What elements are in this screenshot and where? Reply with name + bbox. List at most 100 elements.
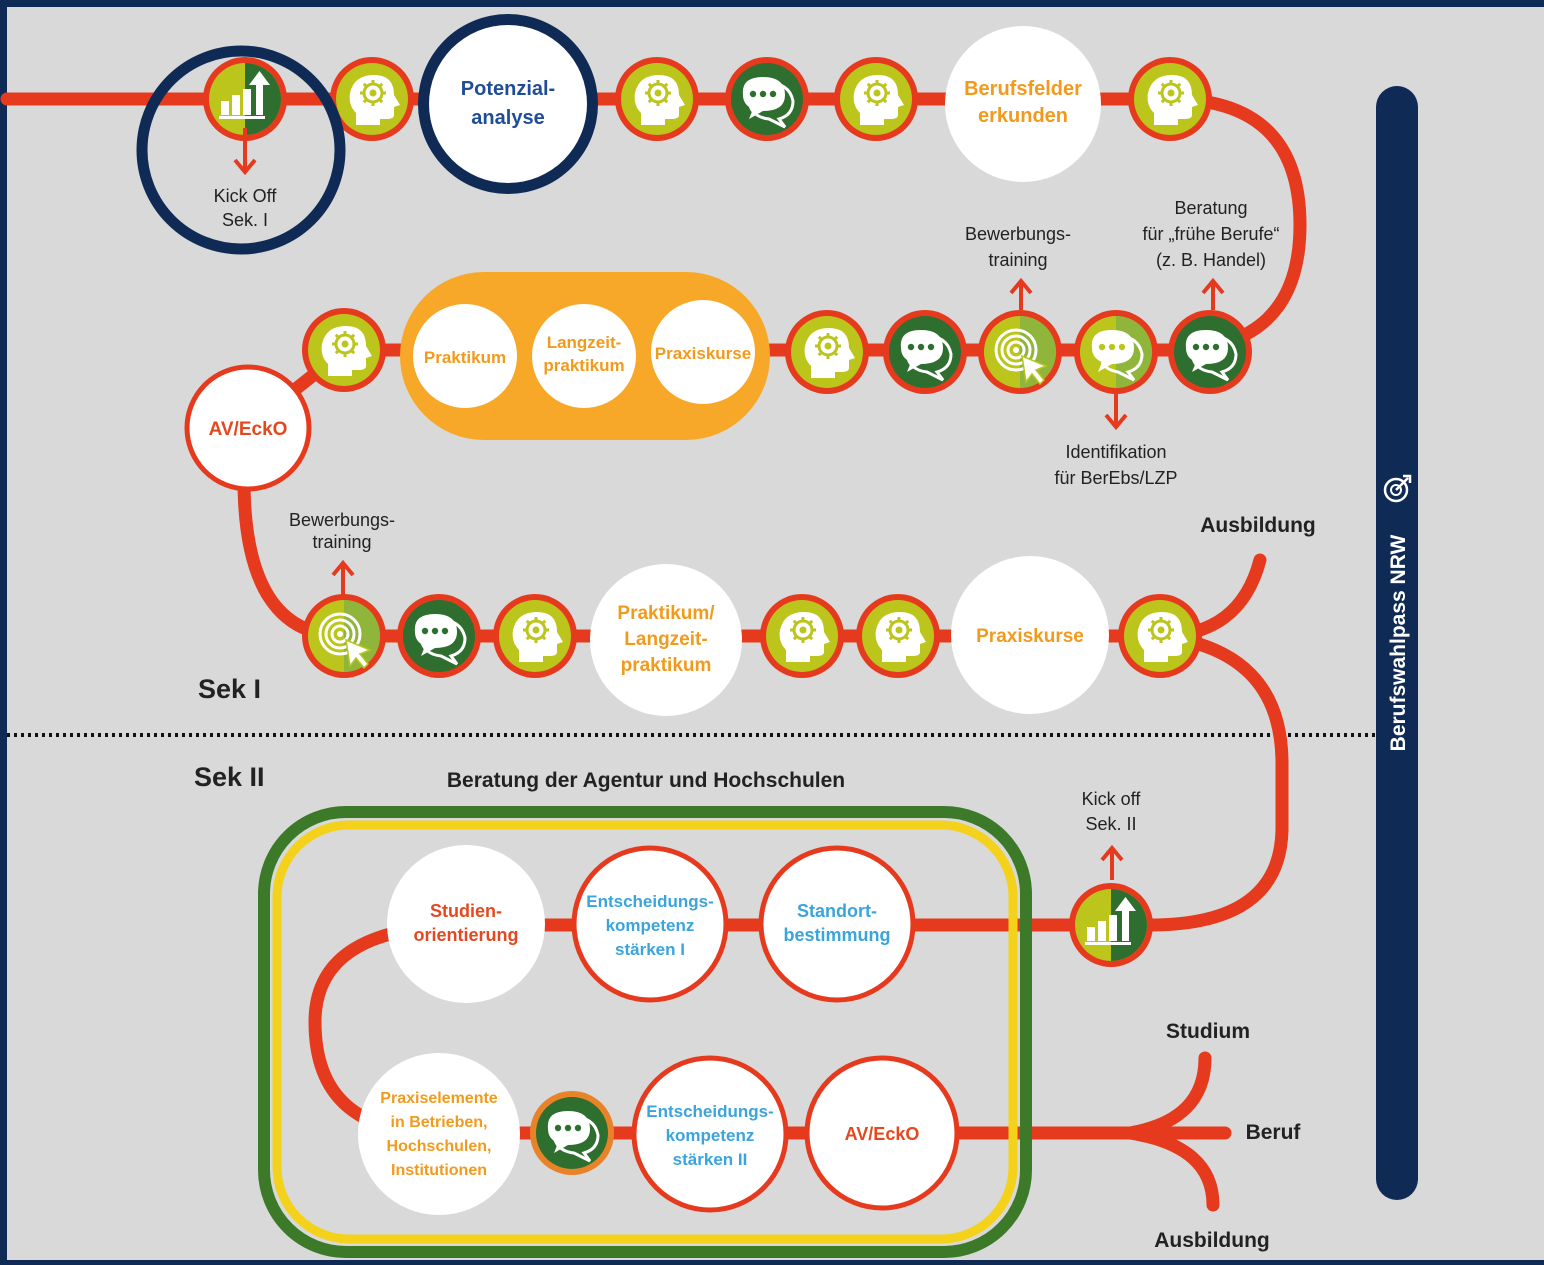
advice-box-inner xyxy=(272,820,1018,1244)
target-cursor-icon xyxy=(978,310,1062,394)
sidebar-label: Berufswahlpass NRW xyxy=(1387,534,1410,751)
studium-label: Studium xyxy=(1166,1020,1250,1043)
praxiskurse-node-2: Praxiskurse xyxy=(951,556,1109,714)
potenzialanalyse-node: Potenzial- analyse xyxy=(418,14,598,194)
head-gear-icon xyxy=(1128,57,1212,141)
kickoff2-line-2: Sek. II xyxy=(1085,814,1136,834)
studienorientierung-node: Studien- orientierung xyxy=(387,845,545,1003)
studien-line-1: Studien- xyxy=(430,901,502,921)
bewerbung2-line-2: training xyxy=(312,532,371,552)
praxiselemente-line-2: in Betrieben, xyxy=(391,1114,488,1131)
praxiskurse-label-2: Praxiskurse xyxy=(976,626,1084,647)
speech-bubble-icon xyxy=(1074,310,1158,394)
speech-bubble-icon xyxy=(883,310,967,394)
target-cursor-icon xyxy=(302,594,386,678)
identifikation-line-1: Identifikation xyxy=(1065,442,1166,462)
praktikum-langzeit-line-3: praktikum xyxy=(621,655,712,676)
berufsfelder-line-1: Berufsfelder xyxy=(964,78,1082,100)
av-ecko-node-2: AV/EckO xyxy=(804,1055,960,1211)
langzeit-line-1: Langzeit- xyxy=(547,333,622,352)
beratung-line-3: (z. B. Handel) xyxy=(1156,250,1266,270)
praxiselemente-line-3: Hochschulen, xyxy=(387,1138,492,1155)
identifikation-line-2: für BerEbs/LZP xyxy=(1054,468,1177,488)
kickoff2-arrow xyxy=(1100,844,1124,880)
identifikation-arrow xyxy=(1104,392,1128,431)
bewerbung2-line-1: Bewerbungs- xyxy=(289,510,395,530)
praktikum-node: Praktikum xyxy=(413,304,517,408)
box-title: Beratung der Agentur und Hochschulen xyxy=(447,769,845,792)
standort-line-1: Standort- xyxy=(797,901,877,921)
praktikum-langzeit-line-2: Langzeit- xyxy=(624,629,707,650)
bewerbung-arrow-2 xyxy=(331,559,355,600)
berufswahlpass-sidebar: Berufswahlpass NRW xyxy=(1376,86,1418,1200)
head-gear-icon xyxy=(330,57,414,141)
speech-bubble-icon xyxy=(1168,310,1252,394)
speech-bubble-icon xyxy=(725,57,809,141)
berufsfelder-node: Berufsfelder erkunden xyxy=(945,26,1101,182)
beratung-arrow xyxy=(1201,277,1225,310)
entscheidung1-line-2: kompetenz xyxy=(606,916,695,935)
av-ecko-label-1: AV/EckO xyxy=(209,419,288,440)
praxiselemente-node: Praxiselemente in Betrieben, Hochschulen… xyxy=(358,1053,520,1215)
entscheidung-1-node: Entscheidungs- kompetenz stärken I xyxy=(571,845,729,1003)
praktikum-label: Praktikum xyxy=(424,348,506,367)
praxiselemente-line-4: Institutionen xyxy=(391,1162,487,1179)
destination-labels: Ausbildung Beratung der Agentur und Hoch… xyxy=(447,514,1316,1252)
beruf-label: Beruf xyxy=(1246,1121,1302,1144)
advice-box-outer xyxy=(258,806,1032,1258)
station-icons xyxy=(203,57,1252,1175)
av-ecko-node-1: AV/EckO xyxy=(184,364,312,492)
ausbildung-label-2: Ausbildung xyxy=(1154,1229,1269,1252)
annotations: Kick Off Sek. I Bewerbungs- training Ber… xyxy=(214,186,1280,834)
kickoff-line-2: Sek. I xyxy=(222,210,268,230)
berufsfelder-line-2: erkunden xyxy=(978,105,1068,127)
head-gear-icon xyxy=(493,594,577,678)
av-ecko-label-2: AV/EckO xyxy=(845,1124,920,1144)
head-gear-icon xyxy=(856,594,940,678)
studien-line-2: orientierung xyxy=(413,925,518,945)
sek2-label: Sek II xyxy=(194,762,265,792)
entscheidung2-line-1: Entscheidungs- xyxy=(646,1102,774,1121)
kickoff2-line-1: Kick off xyxy=(1082,789,1142,809)
beratung-line-2: für „frühe Berufe“ xyxy=(1142,224,1279,244)
head-gear-icon xyxy=(760,594,844,678)
entscheidung-2-node: Entscheidungs- kompetenz stärken II xyxy=(631,1055,789,1213)
bewerbung1-line-1: Bewerbungs- xyxy=(965,224,1071,244)
chart-up-icon xyxy=(203,57,287,141)
kickoff-line-1: Kick Off xyxy=(214,186,278,206)
standort-line-2: bestimmung xyxy=(783,925,890,945)
praktikum-langzeit-line-1: Praktikum/ xyxy=(617,603,715,624)
entscheidung1-line-3: stärken I xyxy=(615,940,685,959)
potenzialanalyse-line-1: Potenzial- xyxy=(461,78,555,100)
standort-node: Standort- bestimmung xyxy=(758,845,916,1003)
entscheidung1-line-1: Entscheidungs- xyxy=(586,892,714,911)
target-arrow-icon xyxy=(1383,474,1412,503)
sek1-label: Sek I xyxy=(198,674,261,704)
beratung-line-1: Beratung xyxy=(1174,198,1247,218)
head-gear-icon xyxy=(615,57,699,141)
speech-bubble-icon xyxy=(397,594,481,678)
speech-bubble-icon xyxy=(530,1091,614,1175)
entscheidung2-line-2: kompetenz xyxy=(666,1126,755,1145)
bewerbung-arrow-1 xyxy=(1009,277,1033,310)
chart-up-icon xyxy=(1069,883,1153,967)
langzeitpraktikum-node: Langzeit- praktikum xyxy=(532,304,636,408)
langzeit-line-2: praktikum xyxy=(543,356,624,375)
head-gear-icon xyxy=(302,308,386,392)
praxiselemente-line-1: Praxiselemente xyxy=(380,1090,498,1107)
head-gear-icon xyxy=(785,310,869,394)
praktikum-langzeit-node: Praktikum/ Langzeit- praktikum xyxy=(590,564,742,716)
ausbildung-label-1: Ausbildung xyxy=(1200,514,1315,537)
head-gear-icon xyxy=(834,57,918,141)
praxiskurse-label-1: Praxiskurse xyxy=(655,344,751,363)
head-gear-icon xyxy=(1118,594,1202,678)
arrows xyxy=(233,128,1225,880)
kickoff-highlight-ring xyxy=(136,45,346,255)
bewerbung1-line-2: training xyxy=(988,250,1047,270)
praxiskurse-node-1: Praxiskurse xyxy=(651,300,755,404)
potenzialanalyse-line-2: analyse xyxy=(471,107,544,129)
entscheidung2-line-3: stärken II xyxy=(673,1150,748,1169)
kickoff-arrow xyxy=(233,128,257,176)
